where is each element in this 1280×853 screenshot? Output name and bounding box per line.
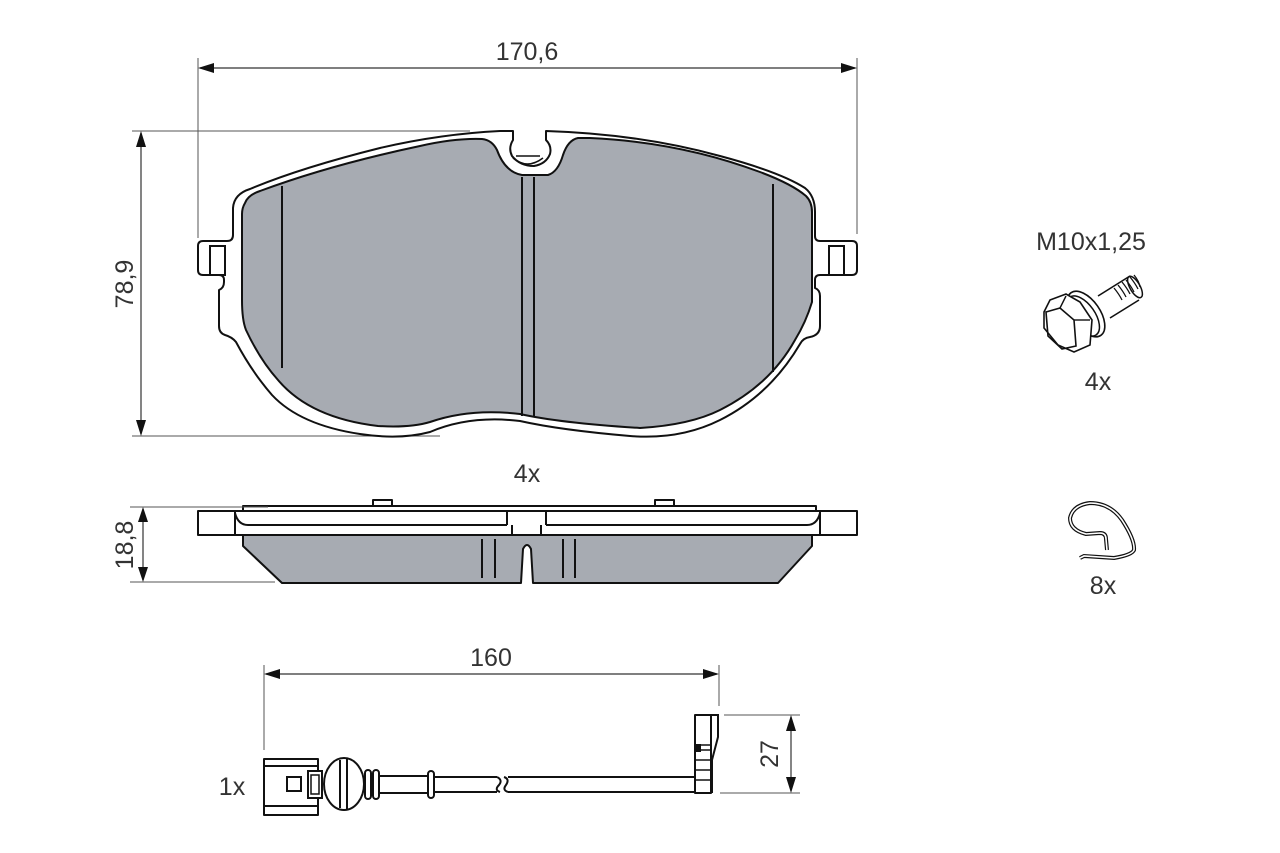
sensor-height-label: 27 bbox=[756, 740, 784, 768]
thickness-dimension-18-8: 18,8 bbox=[111, 506, 275, 583]
brake-pad-side-view bbox=[197, 499, 858, 584]
height-dimension-27: 27 bbox=[720, 714, 800, 794]
height-dimension-label: 78,9 bbox=[111, 260, 139, 309]
clip-quantity-label: 8x bbox=[1090, 572, 1117, 600]
spring-clip-icon: 8x bbox=[1067, 500, 1137, 600]
wear-indicator-cable-icon: 1x bbox=[219, 714, 719, 816]
width-dimension-170-6: 170,6 bbox=[197, 38, 858, 238]
bolt-quantity-label: 4x bbox=[1085, 368, 1112, 396]
thickness-dimension-label: 18,8 bbox=[111, 521, 139, 570]
brake-pad-front-view: 4x bbox=[197, 130, 858, 488]
length-dimension-160: 160 bbox=[263, 644, 720, 750]
width-dimension-label: 170,6 bbox=[496, 38, 559, 66]
sensor-quantity-label: 1x bbox=[219, 773, 246, 801]
bolt-thread-spec-label: M10x1,25 bbox=[1036, 228, 1146, 256]
hex-flange-bolt-icon: M10x1,25 4x bbox=[1036, 228, 1146, 396]
sensor-length-label: 160 bbox=[470, 644, 512, 672]
pad-quantity-label: 4x bbox=[514, 460, 541, 488]
